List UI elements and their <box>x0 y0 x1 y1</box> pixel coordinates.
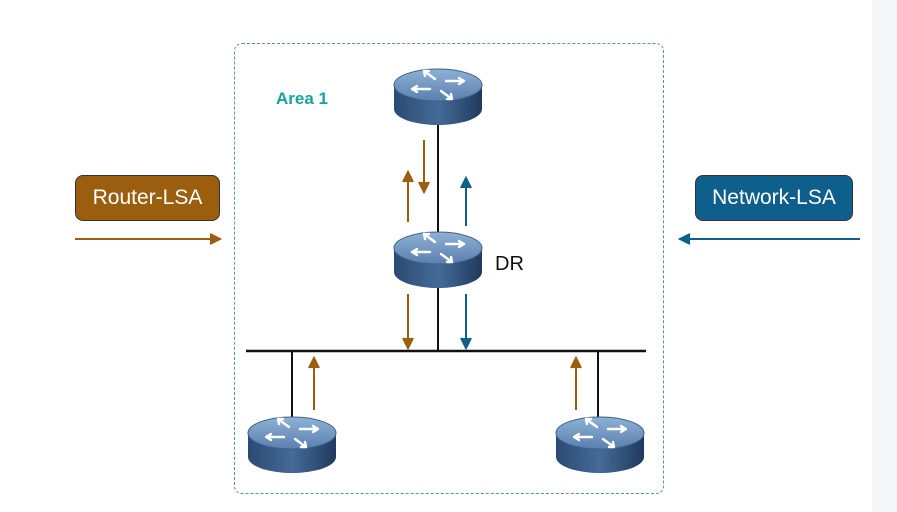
router-lsa-legend-label: Router-LSA <box>92 186 203 209</box>
router-icon <box>392 230 484 290</box>
router-icon <box>246 415 338 475</box>
side-strip <box>872 0 897 512</box>
network-lsa-legend-label: Network-LSA <box>712 186 836 209</box>
router-lsa-arrow-down-top <box>418 140 430 195</box>
router-icon <box>554 415 646 475</box>
router-top <box>392 67 484 127</box>
network-lsa-legend-arrow <box>677 233 860 245</box>
network-lsa-arrow-down-dr <box>460 294 472 351</box>
dr-label: DR <box>495 253 524 275</box>
area-1-boundary <box>234 43 664 494</box>
router-bottom-right <box>554 415 646 475</box>
router-bottom-left <box>246 415 338 475</box>
router-lsa-arrow-up-top <box>402 169 414 222</box>
router-lsa-arrow-down-dr <box>402 294 414 351</box>
area-label: Area 1 <box>276 89 328 108</box>
router-icon <box>392 67 484 127</box>
router-lsa-arrow-up-left <box>308 355 320 410</box>
network-lsa-arrow-up-dr <box>460 175 472 226</box>
router-lsa-legend-arrow <box>75 233 223 245</box>
router-dr <box>392 230 484 290</box>
network-lsa-legend: Network-LSA <box>695 175 853 221</box>
router-lsa-arrow-up-right <box>570 355 582 410</box>
router-lsa-legend: Router-LSA <box>75 175 220 221</box>
